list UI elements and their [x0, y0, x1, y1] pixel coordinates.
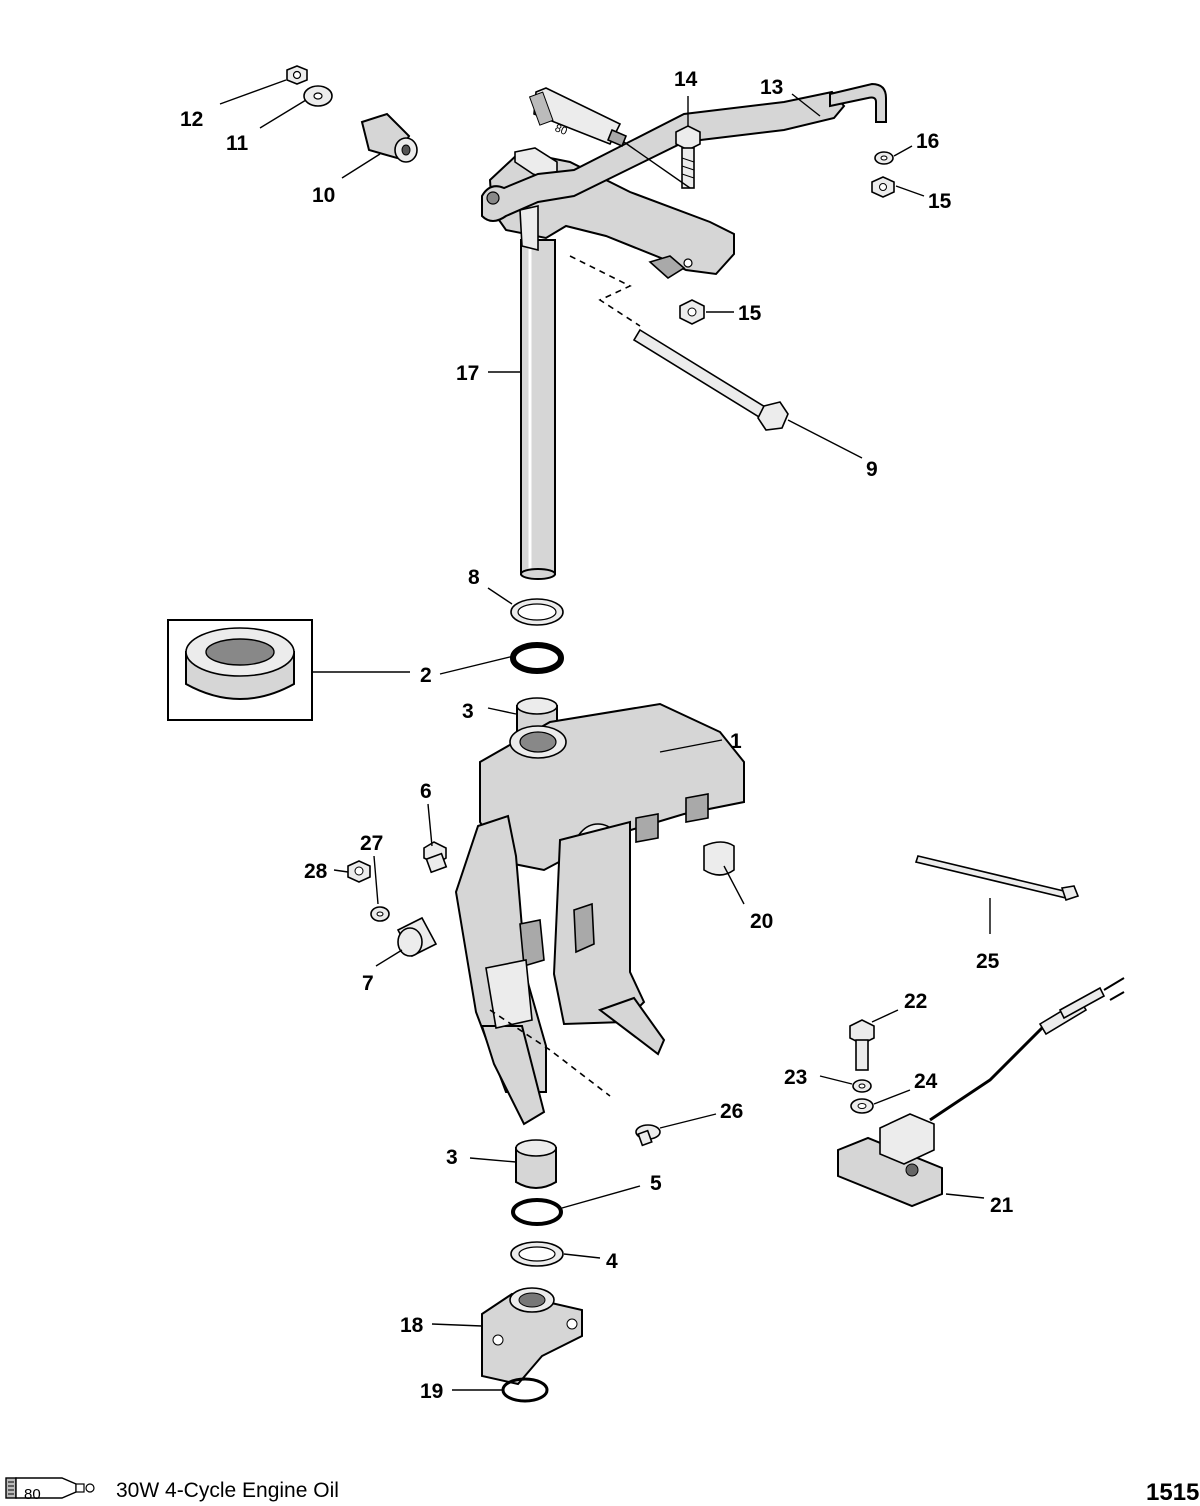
part-10-grommet — [360, 112, 418, 163]
callout-3-upper: 3 — [462, 700, 474, 723]
part-8-washer — [510, 598, 564, 626]
callout-13: 13 — [760, 76, 783, 99]
part-7-bushing — [396, 916, 438, 958]
part-18-steering-yoke — [481, 1287, 583, 1386]
part-19-snap-ring — [501, 1377, 549, 1403]
assembly-line-lower — [489, 1009, 611, 1097]
callout-27: 27 — [360, 832, 383, 855]
part-12-nut — [286, 65, 308, 85]
callout-2: 2 — [420, 664, 432, 687]
part-15-nut-upper — [871, 176, 895, 198]
part-2-seal — [510, 642, 564, 674]
part-24-washer — [850, 1098, 874, 1114]
part-4-washer — [510, 1241, 564, 1267]
part-17-steering-arm — [488, 147, 735, 580]
callout-12: 12 — [180, 108, 203, 131]
part-9-through-bolt — [632, 328, 789, 431]
callout-16: 16 — [916, 130, 939, 153]
legend-description: 30W 4-Cycle Engine Oil — [116, 1479, 339, 1502]
callout-7: 7 — [362, 972, 374, 995]
callout-9: 9 — [866, 458, 878, 481]
part-23-washer — [852, 1079, 872, 1093]
part-1-swivel-bracket — [454, 702, 745, 1126]
part-6-fitting — [423, 841, 448, 874]
part-21-trim-sensor — [837, 977, 1125, 1208]
part-5-seal — [511, 1198, 563, 1226]
part-13-link-rod — [481, 82, 887, 222]
leader-lines — [219, 79, 991, 1391]
callout-15-lower: 15 — [738, 302, 762, 325]
callout-21: 21 — [990, 1194, 1014, 1217]
callout-20: 20 — [750, 910, 773, 933]
part-25-cable-tie — [914, 855, 1080, 902]
part-11-washer — [303, 85, 333, 107]
part-20-clip — [703, 841, 735, 876]
part-15-nut-lower — [679, 299, 705, 325]
callout-24: 24 — [914, 1070, 938, 1093]
callout-6: 6 — [420, 780, 432, 803]
callout-14: 14 — [674, 68, 698, 91]
part-3-bushing-lower — [515, 1139, 557, 1189]
callout-17: 17 — [456, 362, 479, 385]
callout-numbers: 12 11 10 14 13 16 15 15 17 9 8 2 3 1 6 2… — [180, 68, 1014, 1403]
callout-28: 28 — [304, 860, 328, 883]
part-2-inset — [167, 619, 410, 721]
figure-number: 1515 — [1146, 1479, 1199, 1506]
callout-1: 1 — [730, 730, 742, 753]
part-28-nut — [347, 860, 371, 883]
part-14-bolt — [675, 125, 701, 189]
part-22-bolt — [849, 1019, 875, 1071]
callout-3-lower: 3 — [446, 1146, 458, 1169]
oil-tube-icon: 80 — [528, 87, 691, 189]
callout-22: 22 — [904, 990, 927, 1013]
legend-symbol-number: 80 — [24, 1486, 41, 1503]
assembly-line-upper — [569, 255, 641, 327]
callout-4: 4 — [606, 1250, 618, 1273]
callout-8: 8 — [468, 566, 480, 589]
callout-23: 23 — [784, 1066, 807, 1089]
callout-15-upper: 15 — [928, 190, 952, 213]
oil-tube-label: 80 — [553, 122, 569, 138]
legend: 80 30W 4-Cycle Engine Oil — [5, 1477, 339, 1503]
legend-oil-tube-icon: 80 — [5, 1477, 95, 1503]
part-16-washer — [874, 151, 894, 165]
callout-25: 25 — [976, 950, 1000, 973]
part-27-washer — [370, 906, 390, 922]
callout-18: 18 — [400, 1314, 424, 1337]
callout-11: 11 — [226, 132, 249, 155]
callout-10: 10 — [312, 184, 335, 207]
callout-26: 26 — [720, 1100, 743, 1123]
part-26-screw — [635, 1124, 661, 1147]
callout-19: 19 — [420, 1380, 443, 1403]
callout-5: 5 — [650, 1172, 662, 1195]
